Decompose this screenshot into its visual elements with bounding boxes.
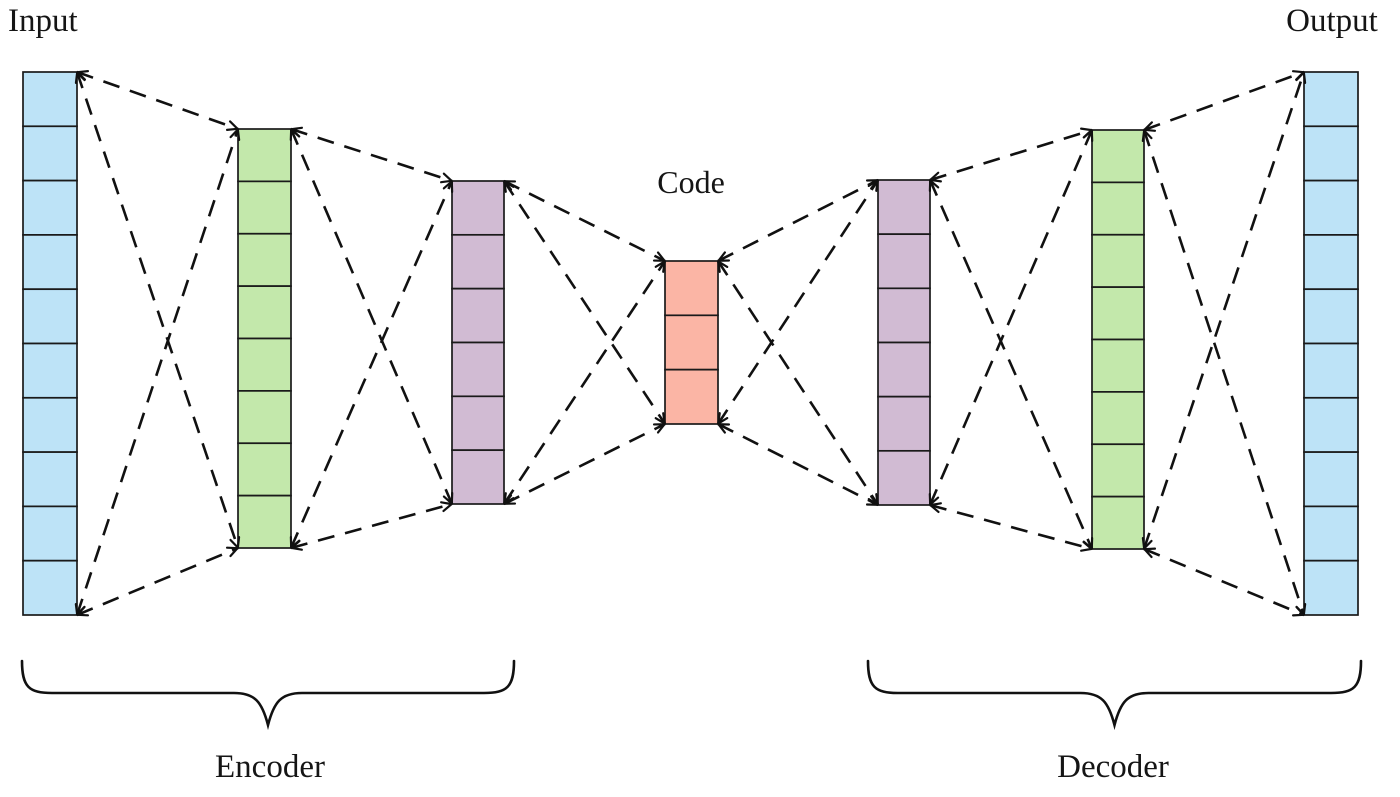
unit-cell xyxy=(22,71,78,128)
unit-cell xyxy=(22,559,78,616)
decoder-section-label: Decoder xyxy=(1057,749,1169,785)
decoder-brace xyxy=(866,659,1363,731)
connection-line xyxy=(928,179,1094,550)
connections-encoder-hidden-2-to-code xyxy=(502,179,667,506)
unit-cell xyxy=(1303,71,1359,128)
connection-line xyxy=(74,128,241,616)
connection-line xyxy=(716,260,880,506)
unit-cell xyxy=(664,314,719,371)
unit-cell xyxy=(237,494,292,549)
unit-cell xyxy=(1303,288,1359,345)
unit-cell xyxy=(1091,391,1145,446)
unit-cell xyxy=(1091,181,1145,236)
unit-cell xyxy=(877,179,931,236)
connection-line xyxy=(1141,129,1307,616)
connections-decoder-hidden-2-to-output xyxy=(1141,70,1307,617)
connection-line xyxy=(290,501,453,551)
unit-cell xyxy=(1303,559,1359,616)
unit-cell xyxy=(237,337,292,392)
connection-line xyxy=(289,128,454,505)
unit-cell xyxy=(877,449,931,506)
unit-cell xyxy=(237,180,292,235)
unit-cell xyxy=(451,180,505,236)
connection-line xyxy=(503,422,666,506)
unit-cell xyxy=(877,233,931,290)
unit-cell xyxy=(451,449,505,505)
connections-input-to-encoder-hidden-1 xyxy=(74,69,241,617)
unit-cell xyxy=(22,396,78,453)
connections-code-to-decoder-hidden-1 xyxy=(716,178,880,507)
unit-cell xyxy=(1303,342,1359,399)
unit-cell xyxy=(877,395,931,452)
connection-line xyxy=(1143,70,1305,132)
layer-input xyxy=(22,71,78,616)
layer-code xyxy=(664,260,719,425)
layer-decoder-hidden-2 xyxy=(1091,129,1145,550)
unit-cell xyxy=(237,128,292,183)
unit-cell xyxy=(664,260,719,317)
connection-line xyxy=(717,422,879,507)
unit-cell xyxy=(1303,505,1359,562)
connection-line xyxy=(74,71,241,549)
unit-cell xyxy=(1091,233,1145,288)
unit-cell xyxy=(22,125,78,182)
unit-cell xyxy=(1091,338,1145,393)
unit-cell xyxy=(1303,396,1359,453)
connection-line xyxy=(929,127,1093,183)
unit-cell xyxy=(237,390,292,445)
unit-cell xyxy=(1303,125,1359,182)
connection-line xyxy=(502,180,667,425)
unit-cell xyxy=(22,288,78,345)
unit-cell xyxy=(237,232,292,287)
unit-cell xyxy=(1091,286,1145,341)
unit-cell xyxy=(22,505,78,562)
connections-decoder-hidden-1-to-decoder-hidden-2 xyxy=(928,127,1094,552)
connection-line xyxy=(1143,547,1305,617)
layer-output xyxy=(1303,71,1359,616)
connection-line xyxy=(290,126,453,184)
unit-cell xyxy=(451,233,505,290)
unit-cell xyxy=(877,287,931,344)
connections-encoder-hidden-1-to-encoder-hidden-2 xyxy=(289,126,454,551)
unit-cell xyxy=(1091,495,1145,550)
connection-line xyxy=(76,69,239,132)
unit-cell xyxy=(1091,443,1145,498)
unit-cell xyxy=(451,287,505,344)
connection-line xyxy=(76,546,239,617)
input-layer-label: Input xyxy=(8,3,78,39)
unit-cell xyxy=(22,342,78,399)
unit-cell xyxy=(22,179,78,236)
unit-cell xyxy=(237,285,292,340)
encoder-section-label: Encoder xyxy=(215,749,325,785)
connection-line xyxy=(289,180,454,549)
connection-line xyxy=(716,179,880,425)
layer-encoder-hidden-2 xyxy=(451,180,505,505)
unit-cell xyxy=(237,442,292,497)
connection-line xyxy=(502,260,667,505)
unit-cell xyxy=(451,395,505,452)
layer-decoder-hidden-1 xyxy=(877,179,931,506)
connection-line xyxy=(503,179,666,263)
unit-cell xyxy=(22,234,78,291)
unit-cell xyxy=(451,341,505,398)
connection-line xyxy=(929,502,1093,552)
unit-cell xyxy=(1303,179,1359,236)
layer-encoder-hidden-1 xyxy=(237,128,292,549)
unit-cell xyxy=(22,451,78,508)
unit-cell xyxy=(1303,234,1359,291)
output-layer-label: Output xyxy=(1286,3,1378,39)
code-layer-label: Code xyxy=(657,164,725,200)
unit-cell xyxy=(877,341,931,398)
connection-line xyxy=(1141,71,1307,550)
encoder-brace xyxy=(20,659,516,731)
unit-cell xyxy=(1091,129,1145,184)
unit-cell xyxy=(1303,451,1359,508)
unit-cell xyxy=(664,368,719,425)
connection-line xyxy=(928,129,1094,506)
connection-line xyxy=(717,178,879,263)
